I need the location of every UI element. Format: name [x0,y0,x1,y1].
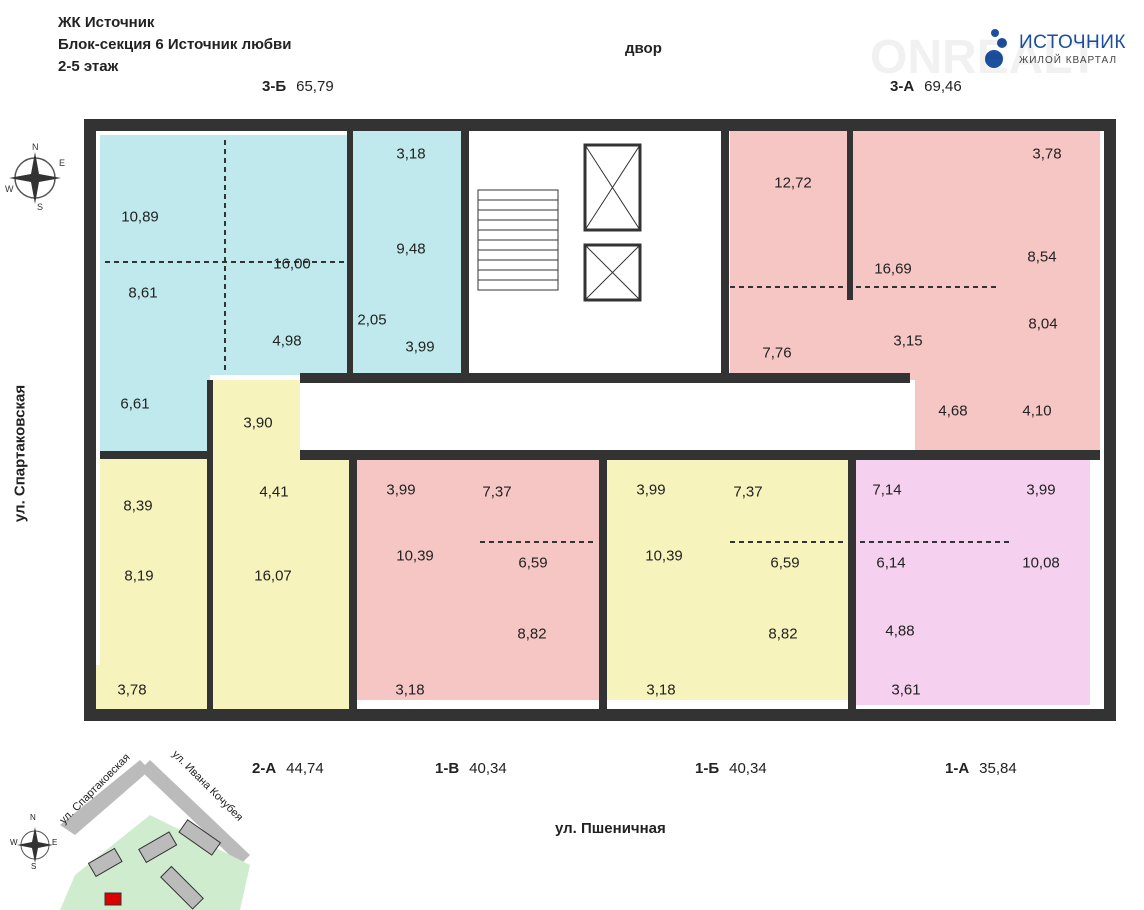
room-area: 8,54 [1027,248,1057,266]
logo-bubbles-icon [985,29,1007,68]
apartment-1v-fill [355,460,600,700]
room-area: 4,88 [885,622,915,640]
room-area: 3,61 [891,681,921,699]
current-section-marker [104,892,122,906]
street-bottom: ул. Пшеничная [555,820,666,837]
room-area: 3,18 [646,681,676,699]
room-area: 10,39 [396,547,434,565]
room-area: 3,99 [386,481,416,499]
room-area: 3,18 [395,681,425,699]
logo-name: ИСТОЧНИК [1019,32,1126,53]
room-area: 6,14 [876,554,906,572]
room-area: 8,19 [124,567,154,585]
apartment-1a-fill [855,460,1090,705]
room-area: 7,37 [482,483,512,501]
watermark: ONREALT [870,31,1099,84]
walls [84,119,1116,721]
room-area: 4,98 [272,332,302,350]
room-area: 3,78 [1032,145,1062,163]
stairwell [477,143,642,302]
room-area: 7,14 [872,481,902,499]
room-area: 10,89 [121,208,159,226]
floor-range: 2-5 этаж [58,58,119,75]
room-area: 8,04 [1028,315,1058,333]
room-area: 4,10 [1022,402,1052,420]
complex-name: ЖК Источник [58,14,155,31]
room-area: 16,07 [254,567,292,585]
header-info: ЖК Источник Блок-секция 6 Источник любви… [58,12,291,78]
compass-n: N [30,813,36,822]
room-area: 10,08 [1022,554,1060,572]
room-area: 7,76 [762,344,792,362]
apartment-3a-fill [730,130,1100,455]
apartment-3b-fill [100,130,465,455]
room-area: 3,99 [405,338,435,356]
compass-w: W [10,838,18,847]
logo-subtitle: ЖИЛОЙ КВАРТАЛ [1019,55,1118,66]
svg-text:E: E [59,158,65,168]
room-area: 7,37 [733,483,763,501]
room-area: 9,48 [396,240,426,258]
room-area: 3,15 [893,332,923,350]
room-area: 10,39 [645,547,683,565]
room-area: 6,61 [120,395,150,413]
room-area: 6,59 [770,554,800,572]
svg-text:S: S [37,202,43,212]
room-area: 3,90 [243,414,273,432]
room-area: 8,82 [517,625,547,643]
street-top: двор [625,40,662,57]
svg-text:W: W [5,184,14,194]
svg-text:N: N [32,142,39,152]
room-area: 6,59 [518,554,548,572]
compass-e: E [52,838,58,847]
room-area: 8,82 [768,625,798,643]
minimap-drawing [17,760,250,910]
room-area: 8,61 [128,284,158,302]
room-area: 3,78 [117,681,147,699]
room-area: 3,99 [1026,481,1056,499]
room-area: 4,41 [259,483,289,501]
room-area: 16,00 [273,255,311,273]
site-minimap: N E S W ул. Спартаковская ул. Ивана Кочу… [0,745,300,910]
minimap-compass-icon [17,827,53,863]
room-area: 16,69 [874,260,912,278]
room-area: 12,72 [774,174,812,192]
apartment-1b-fill [605,460,850,700]
room-area: 8,39 [123,497,153,515]
section-name: Блок-секция 6 Источник любви [58,36,292,53]
room-area: 3,99 [636,481,666,499]
room-area: 4,68 [938,402,968,420]
compass-icon: N E W S [5,142,65,212]
room-area: 2,05 [357,311,387,329]
compass-s: S [31,862,37,871]
room-area: 3,18 [396,145,426,163]
apartment-2a-fill [90,380,350,715]
